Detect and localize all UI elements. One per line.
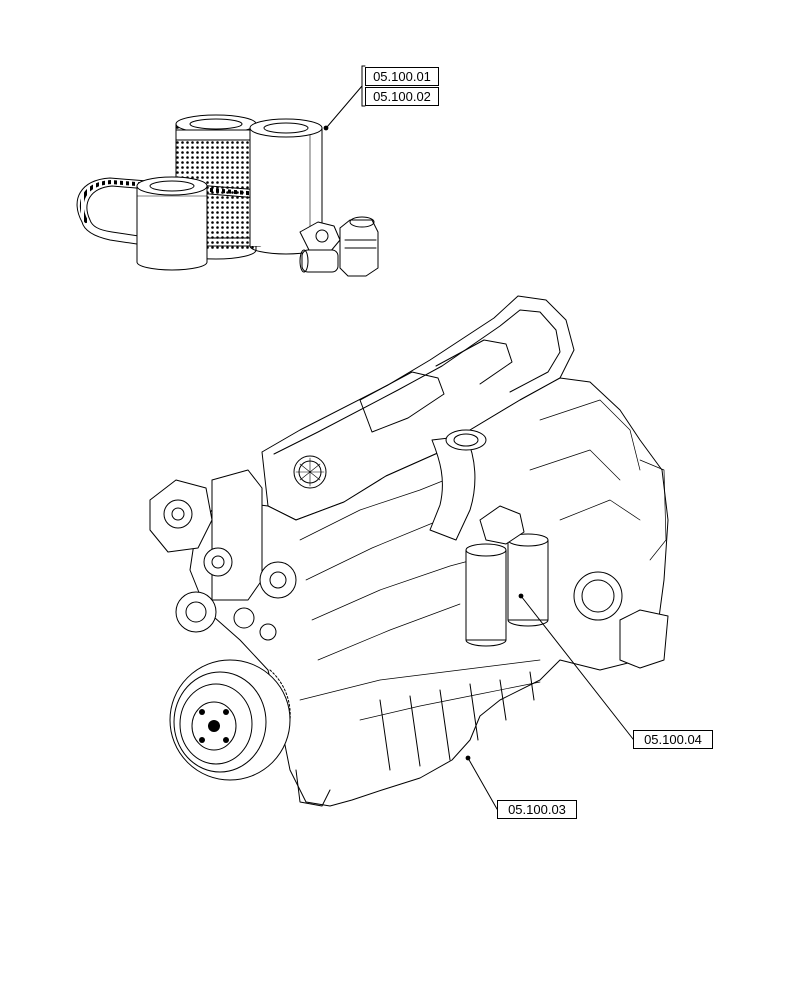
oil-filter-drawing	[137, 177, 207, 270]
front-accessories-drawing	[150, 470, 296, 640]
callout-label-05-100-02[interactable]: 05.100.02	[365, 87, 439, 106]
secondary-filter-drawing	[250, 119, 322, 254]
callout-label-05-100-01[interactable]: 05.100.01	[365, 67, 439, 86]
valve-cover-drawing	[262, 296, 574, 520]
top-callout-leader	[323, 66, 365, 131]
filter-kit-illustration	[77, 115, 378, 276]
engine-block-drawing	[190, 378, 668, 806]
callout-label-05-100-03[interactable]: 05.100.03	[497, 800, 577, 819]
engine-illustration	[150, 296, 668, 806]
crank-pulley-drawing	[170, 660, 290, 780]
fuel-fittings-drawing	[300, 217, 378, 276]
callout-label-05-100-04[interactable]: 05.100.04	[633, 730, 713, 749]
engine-mounts-drawing	[296, 460, 668, 806]
